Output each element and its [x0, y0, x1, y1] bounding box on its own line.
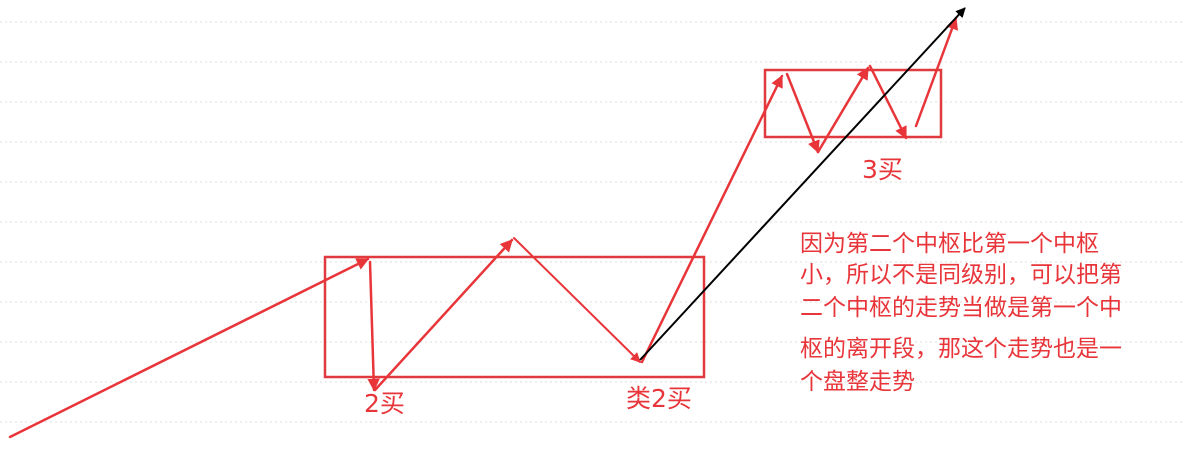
- label-buy2: 2买: [364, 389, 405, 418]
- price-path: [8, 16, 958, 439]
- label-buy3: 3买: [862, 155, 903, 184]
- pivot-box-2: [763, 68, 943, 139]
- note-line: 小，所以不是同级别，可以把第: [800, 262, 1122, 288]
- note-line: 个盘整走势: [800, 369, 915, 395]
- pivot-box-1: [323, 255, 706, 379]
- path-segment-exit: [914, 16, 958, 128]
- path-segment-drop-1: [367, 260, 380, 392]
- path-segment-drop-2: [513, 237, 641, 363]
- path-segment-zig-1: [785, 72, 820, 154]
- path-segment-rise-1: [8, 257, 370, 439]
- note-line: 二个中枢的走势当做是第一个中: [800, 295, 1122, 321]
- path-segment-zig-3: [868, 64, 908, 140]
- path-segment-rise-3: [640, 74, 784, 364]
- label-like-buy2: 类2买: [626, 384, 692, 413]
- note-line: 枢的离开段，那这个走势也是一: [800, 336, 1122, 362]
- background-grid: [0, 21, 1185, 423]
- trend-arrow-black: [639, 7, 966, 361]
- path-segment-zig-2: [816, 66, 870, 154]
- explanation-note: 因为第二个中枢比第一个中枢 小，所以不是同级别，可以把第 二个中枢的走势当做是第…: [800, 231, 1122, 395]
- note-line: 因为第二个中枢比第一个中枢: [800, 231, 1099, 257]
- path-segment-rise-2: [373, 238, 514, 392]
